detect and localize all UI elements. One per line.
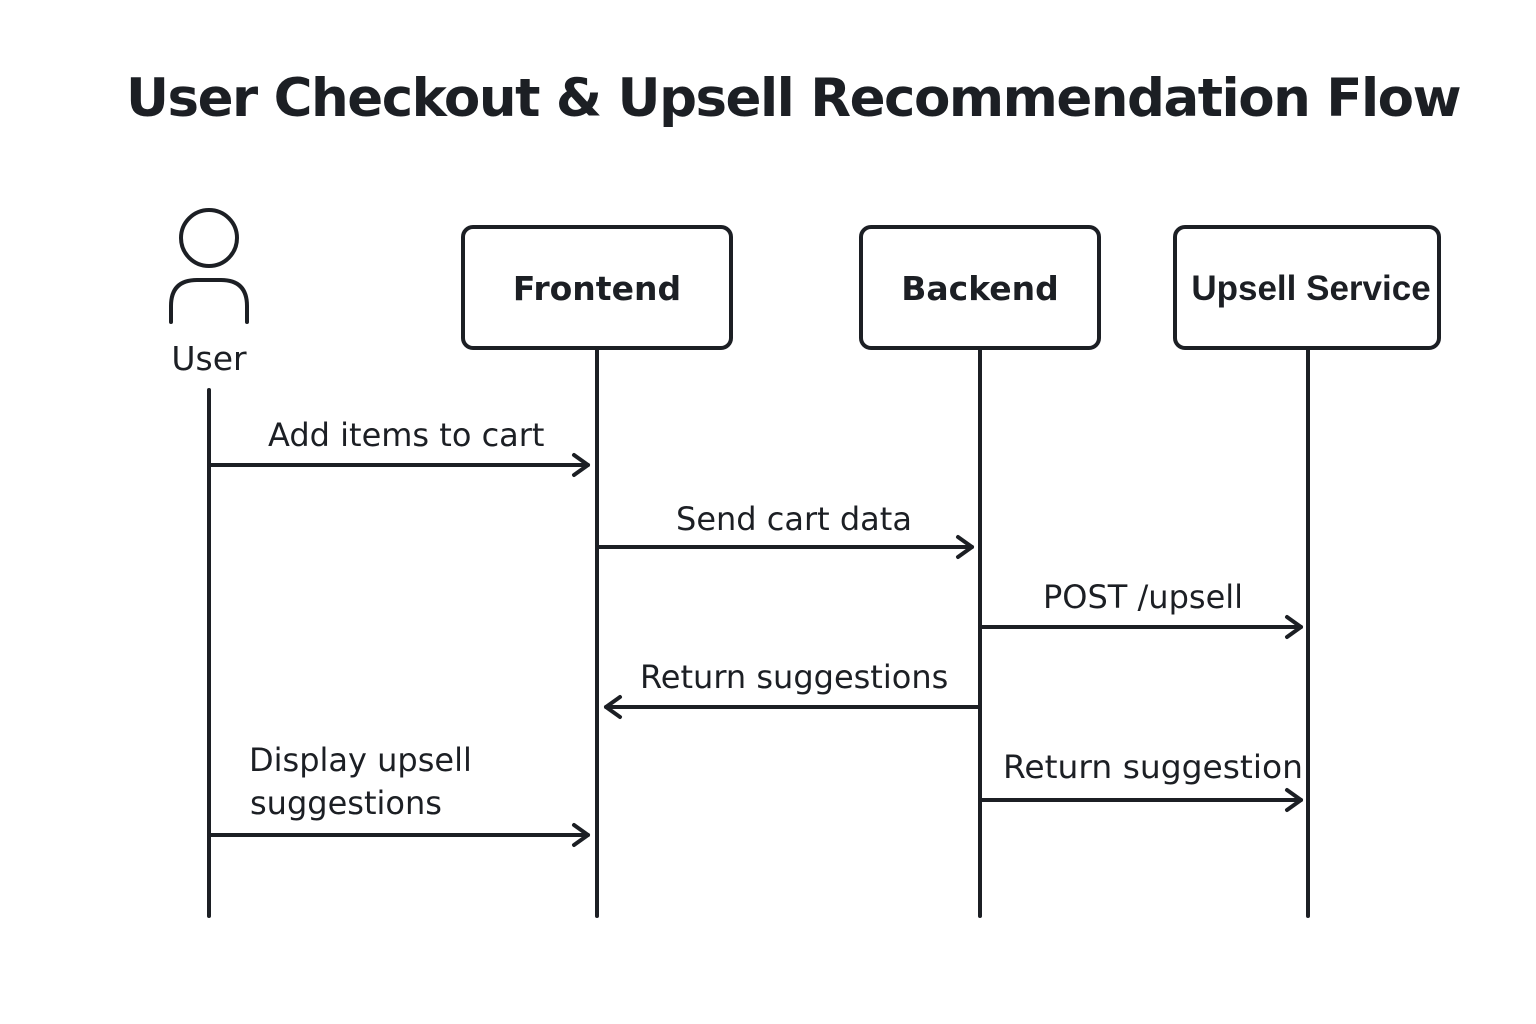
- message-label: Return suggestions: [640, 658, 948, 696]
- participant-label-upsell-service: Upsell Service: [1191, 269, 1430, 308]
- message-label-line-2: suggestions: [250, 784, 442, 822]
- message-label: Return suggestion: [1003, 748, 1303, 786]
- message-send-cart-data: Send cart data: [597, 500, 974, 559]
- diagram-title: User Checkout & Upsell Recommendation Fl…: [126, 68, 1462, 129]
- participant-label-backend: Backend: [901, 269, 1059, 308]
- message-display-upsell-suggestions: Display upsell suggestions: [209, 741, 590, 847]
- message-post-upsell: POST /upsell: [980, 578, 1303, 639]
- message-add-items-to-cart: Add items to cart: [209, 416, 590, 477]
- message-return-suggestion: Return suggestion: [980, 748, 1303, 812]
- arrowhead-right-icon: [1285, 615, 1303, 639]
- participant-upsell-service: Upsell Service: [1173, 225, 1441, 350]
- message-label-line-1: Display upsell: [249, 741, 472, 779]
- message-label: Add items to cart: [268, 416, 544, 454]
- message-label: POST /upsell: [1043, 578, 1243, 616]
- participant-backend: Backend: [859, 225, 1101, 350]
- arrowhead-left-icon: [604, 695, 622, 719]
- participant-box-upsell-service: [1173, 225, 1441, 350]
- participant-label-frontend: Frontend: [513, 269, 681, 308]
- person-icon: [169, 208, 249, 324]
- arrowhead-right-icon: [572, 453, 590, 477]
- participant-label-user: User: [171, 339, 247, 378]
- participant-frontend: Frontend: [461, 225, 733, 350]
- arrowhead-right-icon: [956, 535, 974, 559]
- message-return-suggestions: Return suggestions: [604, 658, 980, 719]
- arrowhead-right-icon: [1285, 788, 1303, 812]
- participant-user: User: [169, 208, 249, 378]
- arrowhead-right-icon: [572, 823, 590, 847]
- message-label: Send cart data: [676, 500, 912, 538]
